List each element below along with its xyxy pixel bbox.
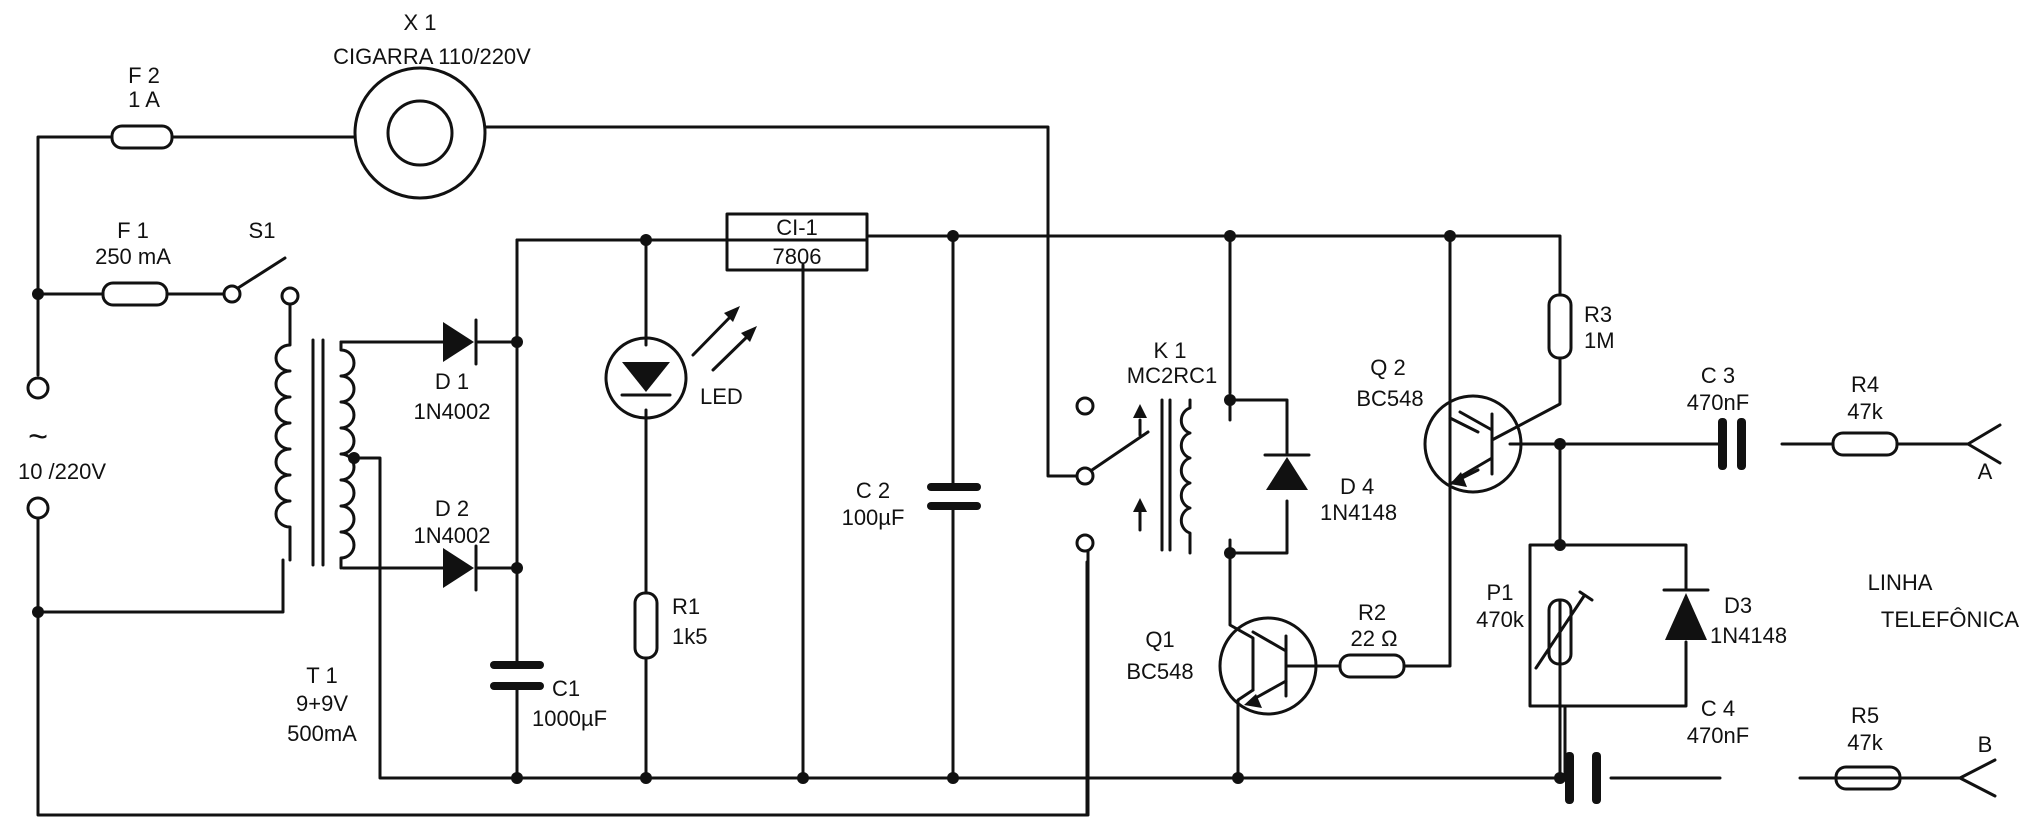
r1-ref: R1 bbox=[672, 594, 700, 619]
s1-ref: S1 bbox=[249, 218, 276, 243]
c4-ref: C 4 bbox=[1701, 696, 1735, 721]
diode-d2-symbol bbox=[425, 544, 478, 592]
line-terminal-a-symbol bbox=[1966, 423, 2002, 465]
buzzer-x1-symbol bbox=[353, 66, 487, 200]
line-terminal-b-symbol bbox=[1958, 758, 1997, 798]
q1-value: BC548 bbox=[1126, 659, 1193, 684]
potentiometer-p1-symbol bbox=[1534, 590, 1594, 708]
d4-ref: D 4 bbox=[1340, 474, 1374, 499]
q1-ref: Q1 bbox=[1145, 627, 1174, 652]
d2-ref: D 2 bbox=[435, 496, 469, 521]
x1-desc: CIGARRA 110/220V bbox=[333, 44, 531, 69]
c2-ref: C 2 bbox=[856, 478, 890, 503]
d4-value: 1N4148 bbox=[1320, 500, 1397, 525]
resistor-r2-symbol bbox=[1338, 653, 1406, 679]
f1-value: 250 mA bbox=[95, 244, 171, 269]
capacitor-c4-symbol bbox=[1565, 752, 1601, 804]
mains-terminals bbox=[26, 376, 50, 520]
c4-value: 470nF bbox=[1687, 723, 1749, 748]
resistor-r3-symbol bbox=[1547, 293, 1573, 360]
wires bbox=[36, 125, 1970, 817]
c3-ref: C 3 bbox=[1701, 363, 1735, 388]
p1-ref: P1 bbox=[1487, 580, 1514, 605]
d2-value: 1N4002 bbox=[413, 523, 490, 548]
r3-ref: R3 bbox=[1584, 302, 1612, 327]
labels: X 1 CIGARRA 110/220V F 2 1 A F 1 250 mA … bbox=[18, 10, 2019, 757]
k1-value: MC2RC1 bbox=[1127, 363, 1217, 388]
t1-ref: T 1 bbox=[306, 663, 337, 688]
transistor-q2-symbol bbox=[1423, 394, 1523, 494]
fuse-f2-symbol bbox=[110, 124, 174, 150]
transistor-q1-symbol bbox=[1218, 616, 1318, 716]
r1-value: 1k5 bbox=[672, 624, 707, 649]
fuse-f1-symbol bbox=[101, 281, 169, 307]
diode-d1-symbol bbox=[425, 318, 478, 366]
c3-value: 470nF bbox=[1687, 390, 1749, 415]
f2-value: 1 A bbox=[128, 87, 160, 112]
diode-d4-symbol bbox=[1263, 453, 1311, 490]
r4-ref: R4 bbox=[1851, 372, 1879, 397]
r5-ref: R5 bbox=[1851, 703, 1879, 728]
regulator-ci1-symbol bbox=[725, 212, 869, 272]
switch-s1-symbol bbox=[222, 256, 300, 306]
mains-value: 10 /220V bbox=[18, 459, 106, 484]
relay-k1-symbol bbox=[1075, 396, 1192, 555]
capacitor-c1-symbol bbox=[490, 661, 544, 690]
f1-ref: F 1 bbox=[117, 218, 149, 243]
t1-value1: 9+9V bbox=[296, 691, 348, 716]
x1-ref: X 1 bbox=[403, 10, 436, 35]
r2-value: 22 Ω bbox=[1350, 626, 1397, 651]
ci1-ref: CI-1 bbox=[776, 215, 818, 240]
q2-ref: Q 2 bbox=[1370, 355, 1405, 380]
diode-d3-symbol bbox=[1662, 588, 1710, 640]
terminal-a-label: A bbox=[1978, 459, 1993, 484]
capacitor-c3-symbol bbox=[1718, 418, 1746, 470]
resistor-r1-symbol bbox=[633, 591, 659, 660]
line-label-2: TELEFÔNICA bbox=[1881, 607, 2019, 632]
d3-value: 1N4148 bbox=[1710, 623, 1787, 648]
d1-ref: D 1 bbox=[435, 369, 469, 394]
mains-symbol: ~ bbox=[28, 418, 48, 456]
resistor-r5-symbol bbox=[1834, 765, 1902, 791]
terminal-b-label: B bbox=[1978, 732, 1993, 757]
p1-value: 470k bbox=[1476, 607, 1525, 632]
r3-value: 1M bbox=[1584, 328, 1615, 353]
led-symbol bbox=[604, 306, 757, 420]
c1-value: 1000µF bbox=[532, 706, 607, 731]
d1-value: 1N4002 bbox=[413, 399, 490, 424]
d3-ref: D3 bbox=[1724, 593, 1752, 618]
c2-value: 100µF bbox=[842, 505, 905, 530]
led-ref: LED bbox=[700, 384, 743, 409]
transformer-t1-symbol bbox=[274, 328, 356, 570]
t1-value2: 500mA bbox=[287, 721, 357, 746]
r5-value: 47k bbox=[1847, 730, 1883, 755]
q2-value: BC548 bbox=[1356, 386, 1423, 411]
c1-ref: C1 bbox=[552, 676, 580, 701]
resistor-r4-symbol bbox=[1831, 431, 1899, 457]
line-label-1: LINHA bbox=[1868, 570, 1933, 595]
k1-ref: K 1 bbox=[1153, 338, 1186, 363]
ci1-value: 7806 bbox=[773, 244, 822, 269]
capacitor-c2-symbol bbox=[927, 483, 981, 510]
r4-value: 47k bbox=[1847, 399, 1883, 424]
f2-ref: F 2 bbox=[128, 63, 160, 88]
r2-ref: R2 bbox=[1358, 600, 1386, 625]
